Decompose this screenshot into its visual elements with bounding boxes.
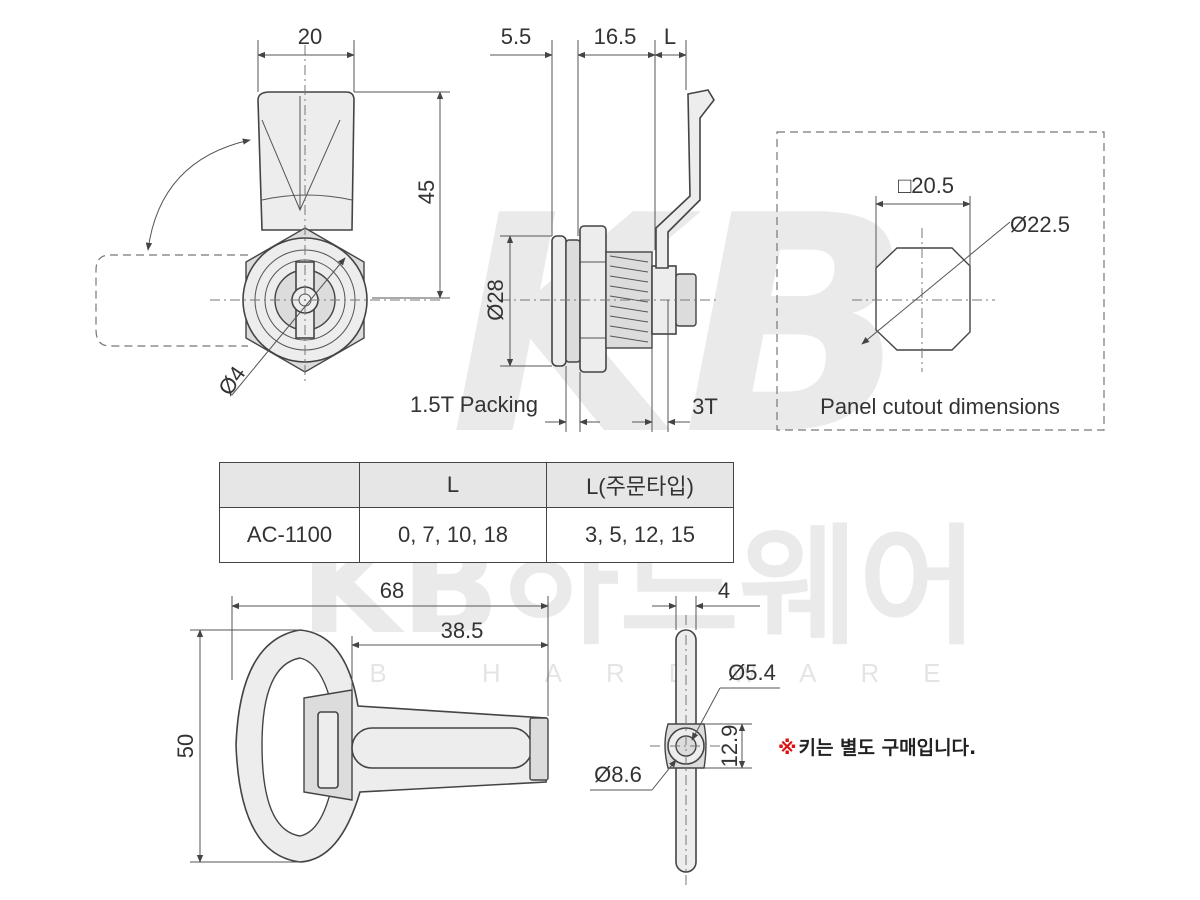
dim-cam-offset: L (664, 24, 676, 49)
lock-front-view (95, 45, 440, 385)
dim-packing: 1.5T Packing (410, 392, 538, 417)
key-sold-separately-note: ※키는 별도 구매입니다. (778, 733, 976, 760)
dim-cam-thickness: 3T (692, 394, 718, 419)
dim-key-shank: 38.5 (441, 618, 484, 643)
cutout-caption: Panel cutout dimensions (820, 394, 1060, 419)
spec-table: L L(주문타입) AC-1100 0, 7, 10, 18 3, 5, 12,… (219, 462, 734, 563)
key-shank (351, 727, 533, 769)
thread-lines (609, 255, 649, 343)
table-header-row: L L(주문타입) (219, 462, 734, 508)
watermark-subtext: KB HARDWARE (308, 658, 985, 688)
cutout-frame (776, 131, 1105, 431)
packing-washer (565, 239, 581, 363)
dim-body-dia: Ø28 (483, 279, 508, 321)
rotation-arrow (145, 138, 251, 251)
table-header-cell: L (359, 462, 547, 508)
table-row: AC-1100 0, 7, 10, 18 3, 5, 12, 15 (219, 507, 734, 563)
side-hex-nut (579, 225, 607, 373)
dim-lock-width: 20 (298, 24, 322, 49)
note-text: 키는 별도 구매입니다. (798, 737, 977, 759)
dim-key-tip-width: 12.9 (717, 725, 742, 768)
dim-cutout-dia: Ø22.5 (1010, 212, 1070, 237)
lever-facets (261, 96, 341, 212)
lever-alt-position (95, 254, 248, 347)
dim-cutout-square: □20.5 (898, 173, 954, 198)
dim-key-hole: Ø4 (213, 362, 250, 400)
dim-washer: 5.5 (501, 24, 532, 49)
dim-body-length: 16.5 (594, 24, 637, 49)
lever-body (257, 91, 355, 231)
dim-key-length: 68 (380, 578, 404, 603)
dims-key: 68 38.5 50 (173, 578, 549, 863)
table-cell-model: AC-1100 (219, 507, 360, 563)
table-header-cell: L(주문타입) (546, 462, 734, 508)
cutout-shape (875, 247, 971, 351)
watermark: KB KB하드웨어 KB HARDWARE (300, 152, 985, 688)
table-header-cell (219, 462, 360, 508)
key-collar-face (317, 711, 339, 789)
key-view (235, 629, 549, 863)
table-cell-l: 0, 7, 10, 18 (359, 507, 547, 563)
lock-side-view (500, 89, 720, 373)
flange (551, 235, 567, 367)
dim-key-tip-outer: Ø8.6 (594, 762, 642, 787)
dims-key-end: 4 Ø5.4 Ø8.6 12.9 (590, 578, 780, 791)
dim-key-tip-thickness: 4 (718, 578, 730, 603)
panel-cutout: □20.5 Ø22.5 Panel cutout dimensions (776, 131, 1105, 431)
dims-side: 5.5 16.5 L Ø28 1.5T Packing 3T (410, 24, 718, 432)
lever-bend (261, 194, 353, 201)
key-tip (529, 717, 549, 781)
dim-key-tip-inner: Ø5.4 (728, 660, 776, 685)
table-cell-l-order: 3, 5, 12, 15 (546, 507, 734, 563)
dim-lock-height: 45 (414, 180, 439, 204)
cam-lever (655, 89, 715, 269)
note-symbol: ※ (778, 737, 797, 759)
dim-key-height: 50 (173, 734, 198, 758)
